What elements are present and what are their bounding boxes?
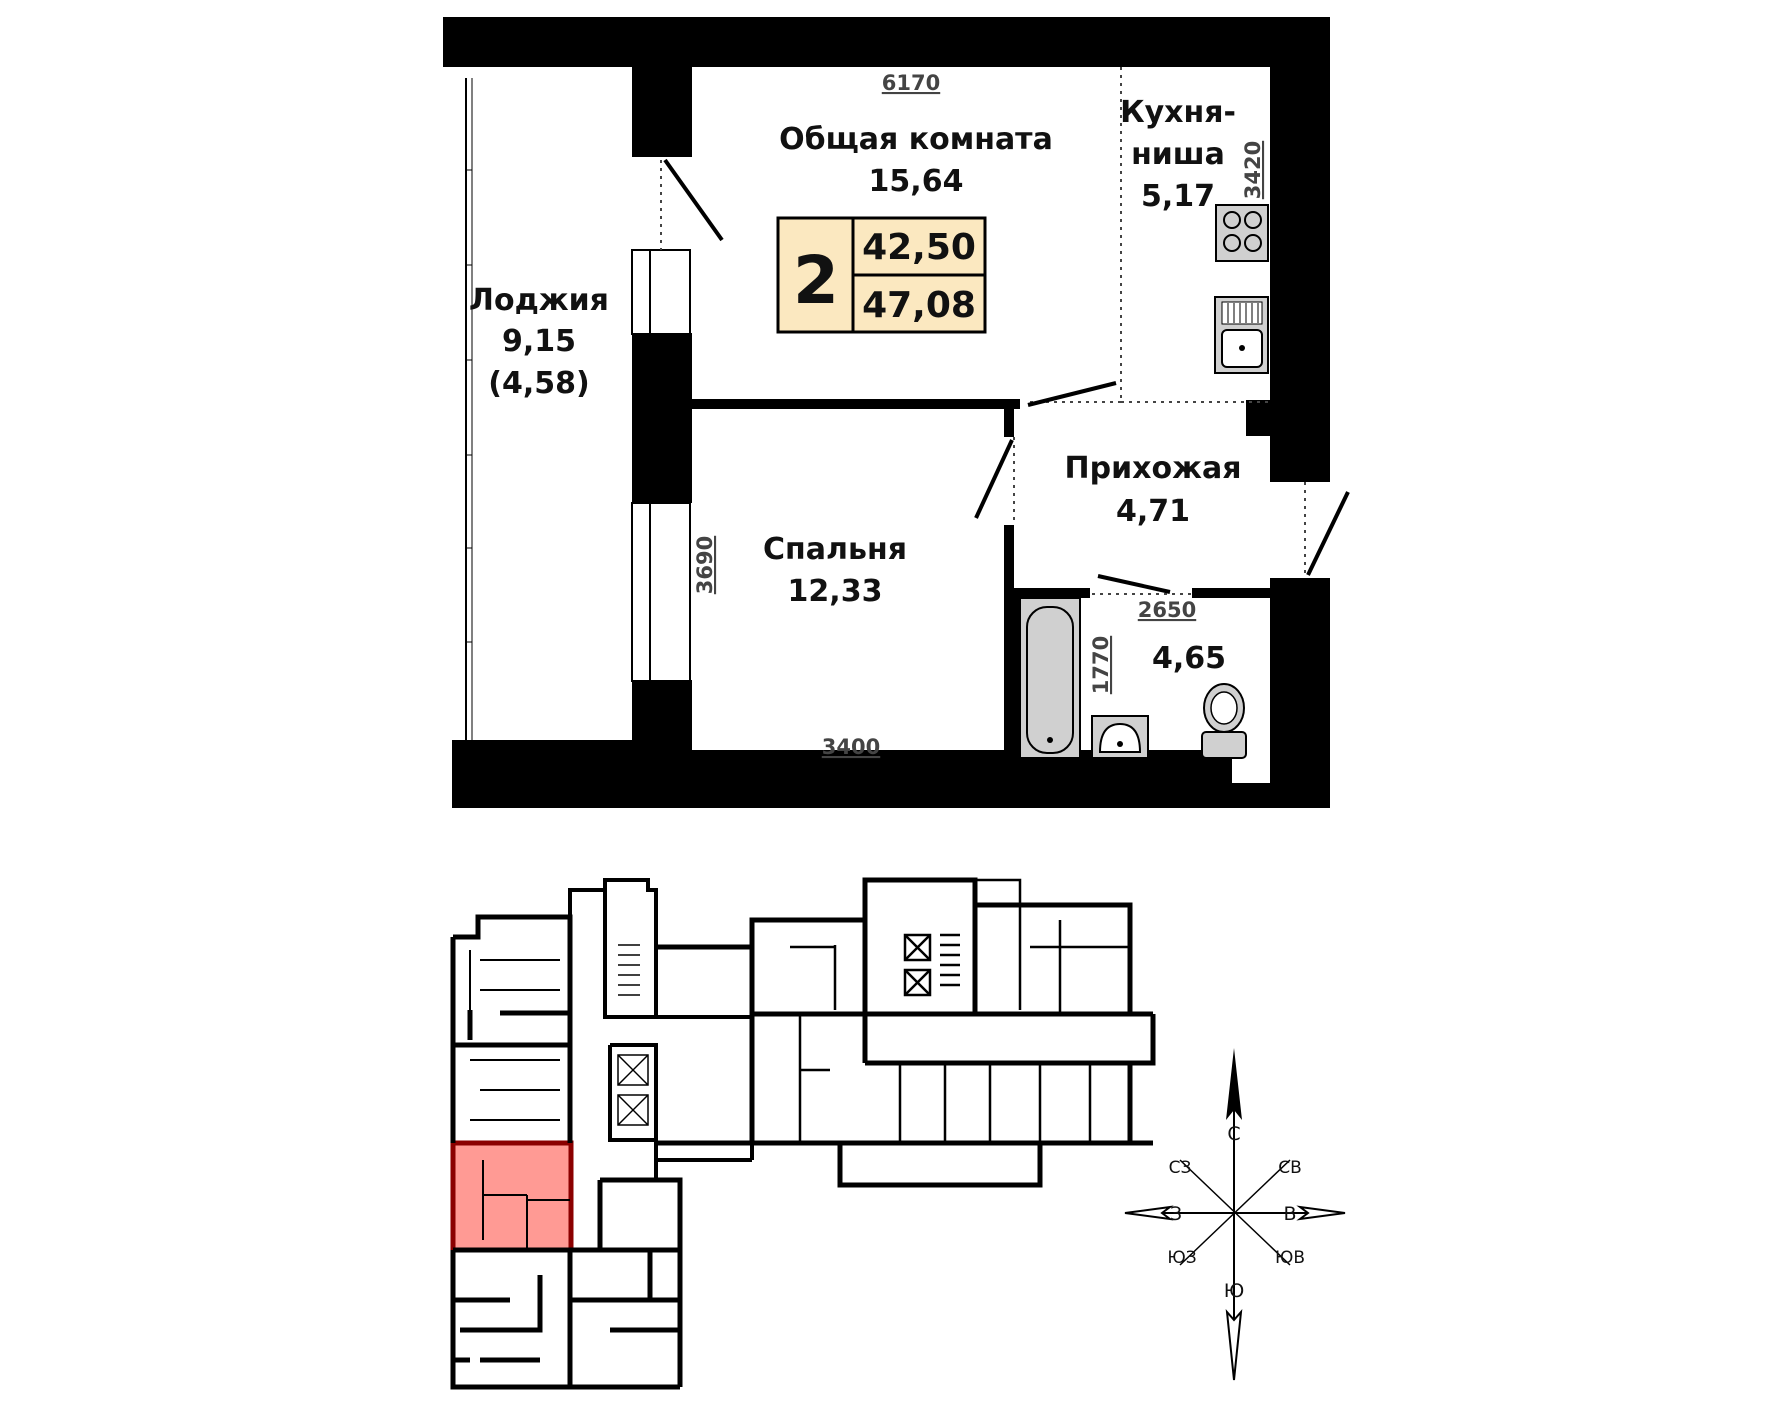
wall-kitchen-corner: [1246, 400, 1270, 436]
north-arrow-icon: [1226, 1048, 1242, 1120]
south-arrow-icon: [1225, 1308, 1243, 1381]
wall-common-bedroom: [692, 399, 1020, 409]
bedroom-area: 12,33: [788, 574, 883, 609]
stove-icon: [1215, 204, 1269, 262]
hallway-name: Прихожая: [1065, 451, 1242, 486]
door-entrance: [1306, 491, 1350, 576]
compass-n: С: [1227, 1123, 1240, 1145]
compass-ne: СВ: [1278, 1158, 1302, 1178]
highlighted-apartment: [450, 1140, 574, 1253]
loggia-area-reduced: (4,58): [488, 366, 589, 401]
dim-bath-depth: 1770: [1089, 636, 1113, 694]
apartment-plan: Общая комната 15,64 Кухня- ниша 5,17 Лод…: [443, 17, 1350, 808]
east-arrow-icon: [1296, 1205, 1346, 1221]
wall-top: [443, 17, 1330, 67]
dim-bedroom-depth: 3690: [693, 536, 717, 594]
compass-w: З: [1170, 1203, 1182, 1225]
common-room-area: 15,64: [869, 164, 964, 199]
west-arrow-icon: [1124, 1205, 1174, 1221]
kitchen-name-line2: ниша: [1131, 137, 1225, 172]
kitchen-sink-icon: [1214, 296, 1269, 374]
living-area: 42,50: [862, 227, 976, 268]
dim-bedroom-width: 3400: [822, 735, 880, 759]
kitchen-name-line1: Кухня-: [1120, 95, 1236, 130]
wall-bath-top-left: [1010, 588, 1090, 598]
loggia-name: Лоджия: [469, 283, 609, 318]
dim-top-width: 6170: [882, 71, 940, 95]
door-bathroom: [1097, 574, 1171, 594]
window-common-room: [631, 249, 691, 335]
hallway-area: 4,71: [1116, 494, 1190, 529]
compass-sw: ЮЗ: [1167, 1248, 1196, 1268]
wall-bottom: [452, 750, 1232, 808]
kitchen-area: 5,17: [1141, 179, 1215, 214]
wall-bottom-right: [1232, 783, 1330, 808]
wall-column-top: [632, 67, 692, 157]
window-bedroom: [631, 502, 691, 682]
rooms-count: 2: [793, 242, 839, 319]
bathroom-area: 4,65: [1152, 641, 1226, 676]
washbasin-icon: [1091, 715, 1149, 759]
compass-se: ЮВ: [1275, 1248, 1305, 1268]
door-loggia: [663, 158, 724, 242]
floor-key-plan: [450, 877, 1156, 1390]
bathtub-icon: [1019, 597, 1081, 759]
door-bedroom: [974, 439, 1014, 519]
wall-hall-stub: [1004, 399, 1014, 437]
compass-rose: С Ю З В СЗ СВ ЮЗ ЮВ: [1124, 1048, 1346, 1381]
toilet-icon: [1201, 683, 1247, 759]
compass-s: Ю: [1224, 1280, 1245, 1302]
wall-right-bottom: [1270, 578, 1330, 808]
dim-kitchen-depth: 3420: [1241, 141, 1265, 199]
dim-bath-width: 2650: [1138, 598, 1196, 622]
door-kitchen: [1027, 381, 1117, 407]
wall-right-top: [1270, 17, 1330, 482]
wall-column-mid: [632, 333, 692, 503]
wall-bath-top-right: [1192, 588, 1270, 598]
compass-nw: СЗ: [1169, 1158, 1192, 1178]
wall-column-bottom: [632, 680, 692, 808]
wall-bath-left: [1010, 588, 1020, 758]
total-area: 47,08: [862, 285, 976, 326]
compass-e: В: [1283, 1203, 1296, 1225]
apartment-badge: 2 42,50 47,08: [776, 216, 987, 334]
bedroom-name: Спальня: [763, 532, 907, 567]
wall-bedroom-hall: [1004, 525, 1014, 759]
common-room-name: Общая комната: [779, 122, 1053, 157]
loggia-area: 9,15: [502, 324, 576, 359]
